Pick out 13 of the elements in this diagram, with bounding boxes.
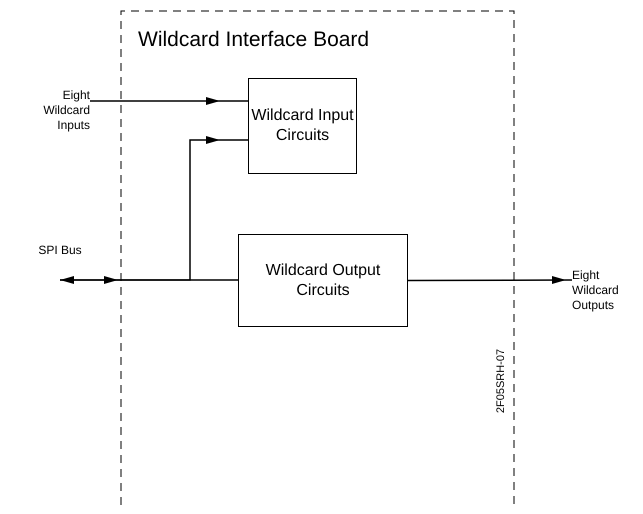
arrow <box>60 136 248 281</box>
io-label: SPI Bus <box>37 243 83 258</box>
arrow <box>60 276 238 284</box>
box-label: Wildcard Input Circuits <box>250 106 355 146</box>
io-label: Eight Wildcard Outputs <box>572 268 620 313</box>
drawing-number: 2F05SRH-07 <box>495 348 507 416</box>
arrow <box>90 97 248 105</box>
arrow <box>408 276 572 284</box>
io-label: Eight Wildcard Inputs <box>42 88 90 133</box>
box-label: Wildcard Output Circuits <box>264 260 382 300</box>
process-box <box>238 234 408 327</box>
process-box <box>248 78 357 174</box>
board-title: Wildcard Interface Board <box>138 28 370 52</box>
